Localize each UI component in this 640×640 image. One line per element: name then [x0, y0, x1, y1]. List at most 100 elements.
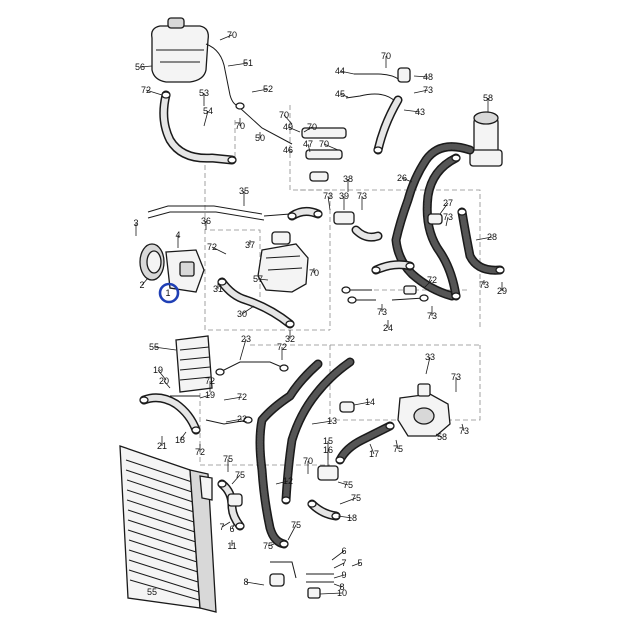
- hose-clamp: [313, 210, 323, 218]
- pipe-30: [217, 277, 295, 329]
- leader-line: [403, 109, 421, 113]
- leader-line: [221, 521, 231, 528]
- part-number-label: 7: [341, 558, 346, 568]
- part-number-label: 75: [351, 493, 361, 503]
- hose-11: [217, 479, 245, 531]
- part-number-label: 16: [323, 445, 333, 455]
- part-number-label: 18: [175, 435, 185, 445]
- part-number-label: 43: [415, 107, 425, 117]
- thermostat-housing: [257, 231, 309, 293]
- leader-line: [227, 62, 249, 67]
- pipe-35: [147, 205, 291, 221]
- leader-line: [251, 88, 269, 93]
- hose-clamp: [279, 540, 289, 548]
- hose-clamp: [385, 422, 395, 430]
- part-number-label: 73: [427, 311, 437, 321]
- part-number-label: 13: [327, 416, 337, 426]
- part-number-label: 58: [437, 432, 447, 442]
- part-number-label: 22: [237, 414, 247, 424]
- leader-line: [287, 524, 297, 541]
- hose-clamp: [285, 320, 295, 328]
- water-pump-pulley: [139, 243, 205, 293]
- part-number-label: 20: [159, 376, 169, 386]
- part-number-label: 72: [427, 275, 437, 285]
- expansion-tank: [151, 17, 209, 83]
- part-number-label: 37: [245, 240, 255, 250]
- hose-clamp: [405, 262, 415, 270]
- hose-clamp: [281, 496, 291, 504]
- part-number-label: 50: [255, 133, 265, 143]
- leader-line: [369, 443, 375, 455]
- part-number-label: 9: [341, 570, 346, 580]
- leader-line: [141, 277, 149, 286]
- leader-line: [311, 420, 333, 425]
- leader-line: [331, 550, 345, 561]
- leader-line: [157, 369, 167, 381]
- hose-clamp: [451, 292, 461, 300]
- part-number-label: 73: [357, 191, 367, 201]
- pipe-23: [219, 361, 285, 373]
- hose-50: [239, 107, 293, 145]
- leader-line: [225, 418, 243, 423]
- hose-clamp: [191, 426, 201, 434]
- part-number-label: 19: [205, 390, 215, 400]
- part-number-label: 73: [459, 426, 469, 436]
- tee-15: [317, 465, 339, 481]
- leader-line: [413, 75, 429, 78]
- radiator: [119, 445, 217, 613]
- leader-line: [203, 110, 209, 127]
- part-number-label: 73: [377, 307, 387, 317]
- part-number-label: 18: [347, 513, 357, 523]
- part-number-label: 54: [203, 106, 213, 116]
- hose-clamp: [373, 146, 383, 154]
- leader-line: [241, 305, 255, 315]
- hose-clamp: [215, 368, 225, 376]
- hose-12: [255, 359, 323, 549]
- part-number-label: 11: [227, 541, 236, 551]
- part-number-label: 8: [339, 582, 344, 592]
- part-number-label: 51: [243, 58, 253, 68]
- leader-line: [257, 278, 269, 281]
- part-number-label: 28: [487, 232, 497, 242]
- egr-valve-top: [469, 111, 503, 167]
- leader-line: [219, 34, 233, 41]
- part-number-label: 75: [263, 541, 273, 551]
- part-number-label: 70: [279, 110, 289, 120]
- fitting-27: [427, 213, 443, 225]
- hose-clamp: [335, 456, 345, 464]
- part-number-label: 27: [443, 198, 453, 208]
- leader-line: [283, 114, 293, 125]
- part-number-label: 72: [195, 447, 205, 457]
- hose-26b: [422, 153, 461, 301]
- leader-line: [333, 562, 345, 569]
- leader-line: [435, 433, 443, 438]
- hose-53: [159, 90, 237, 165]
- part-number-label: 70: [319, 139, 329, 149]
- part-number-label: 46: [283, 145, 293, 155]
- hose-17: [335, 421, 395, 465]
- leader-line: [461, 423, 465, 432]
- part-number-label: 55: [149, 342, 159, 352]
- part-number-label: 6: [341, 546, 346, 556]
- leader-line: [445, 216, 449, 227]
- part-number-label: 47: [303, 139, 313, 149]
- leader-line: [163, 380, 171, 389]
- part-number-label: 12: [283, 476, 293, 486]
- leader-line: [337, 481, 349, 486]
- part-number-label: 75: [393, 444, 403, 454]
- leader-line: [307, 143, 311, 153]
- part-number-label: 57: [253, 274, 263, 284]
- part-number-label: 23: [241, 334, 251, 344]
- part-number-label: 55: [147, 587, 157, 597]
- highlight-circle-part-1: [158, 282, 180, 304]
- leader-line: [267, 543, 275, 547]
- leader-line: [245, 581, 265, 586]
- hose-clamp: [235, 522, 245, 530]
- leader-line: [287, 149, 293, 153]
- leader-line: [475, 236, 493, 241]
- leader-line: [351, 562, 361, 567]
- part-number-label: 73: [443, 212, 453, 222]
- hose-clamp: [139, 396, 149, 404]
